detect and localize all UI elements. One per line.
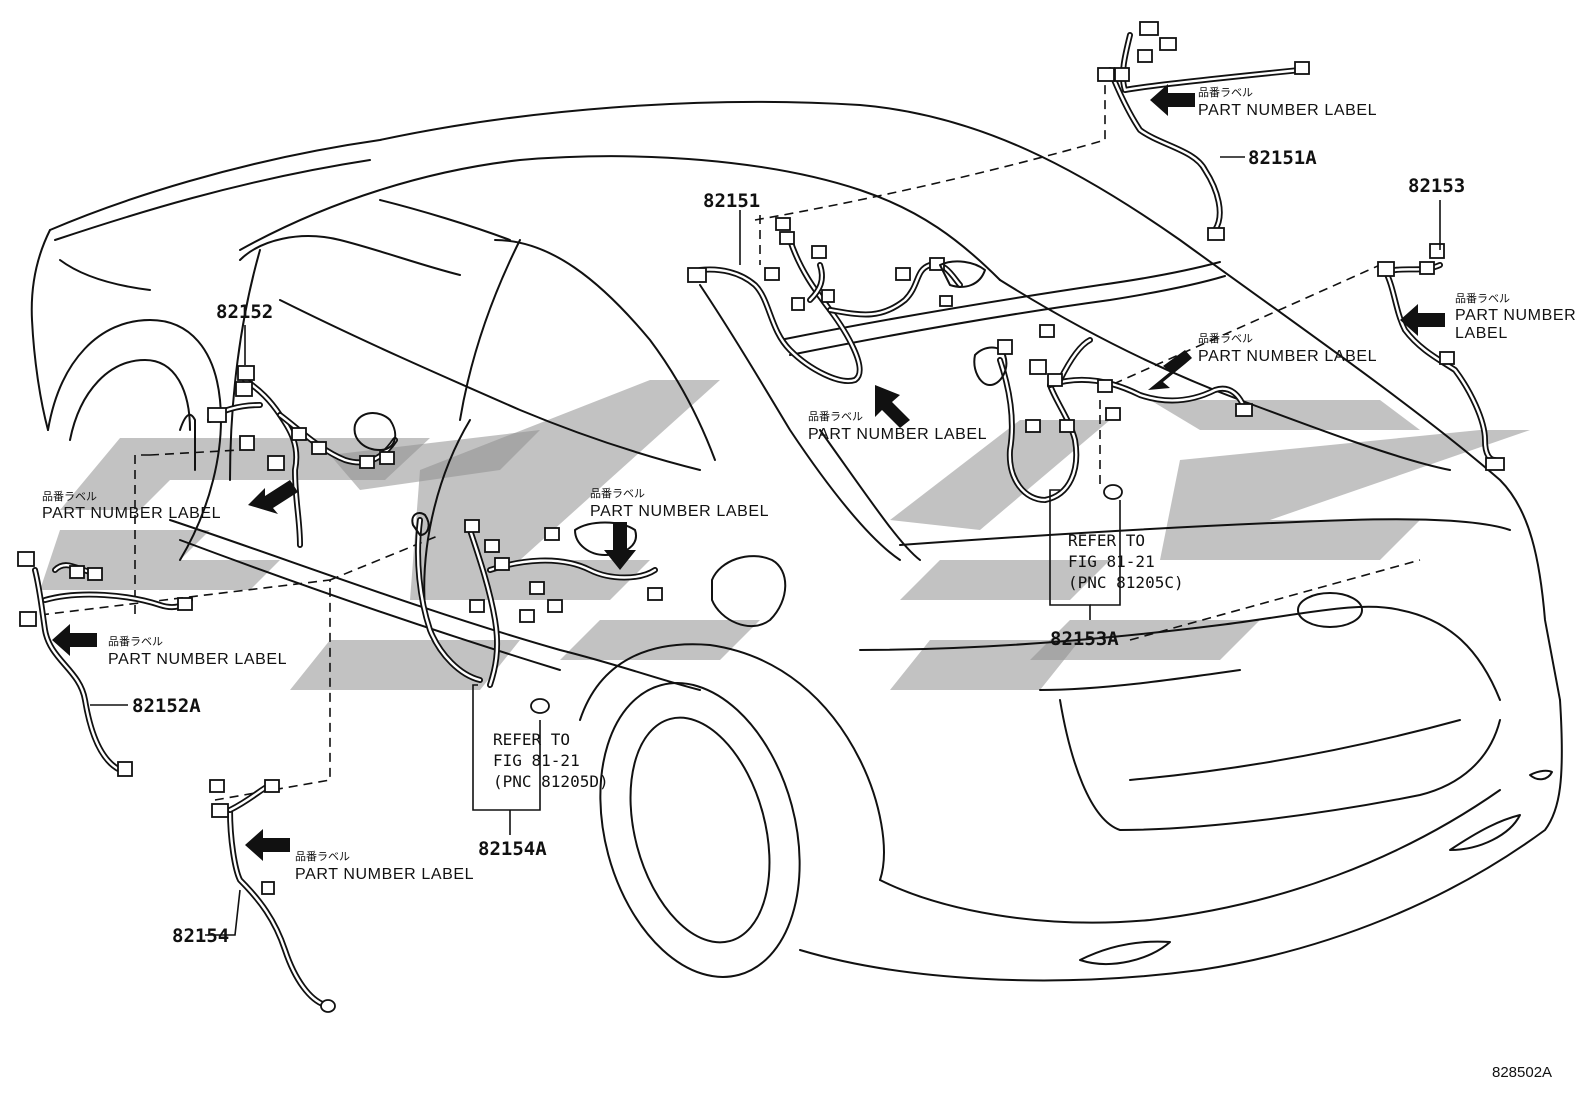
refer-d-line3: (PNC 81205D) [493,772,609,791]
refer-c-line1: REFER TO [1068,531,1145,550]
refer-d-line1: REFER TO [493,730,570,749]
refer-d-line2: FIG 81-21 [493,751,580,770]
refer-c-line3: (PNC 81205C) [1068,573,1184,592]
dashed-guide-lines [39,74,1421,801]
leader-lines [90,156,1441,936]
arrow-icon [1400,304,1445,336]
arrow-icon [1148,350,1192,390]
harness-82153A [973,324,1253,503]
jp-label: 品番ラベル [108,635,163,648]
part-number-label-82153A: PART NUMBER LABEL [1198,348,1377,365]
part-number-82152: 82152 [216,301,273,323]
part-number-82154: 82154 [172,925,229,947]
part-number-82153A: 82153A [1050,628,1119,650]
part-label-arrows [52,84,1445,861]
arrow-icon [1150,84,1195,116]
figure-id: 828502A [1492,1064,1552,1081]
part-number-82154A: 82154A [478,838,547,860]
car-body-outline [30,100,1563,982]
watermark-logo [40,380,1530,690]
arrow-icon [875,385,910,428]
jp-label: 品番ラベル [295,850,350,863]
part-number-label-82153-line2: LABEL [1455,325,1508,342]
part-number-82151A: 82151A [1248,147,1317,169]
part-number-label-82152A: PART NUMBER LABEL [108,651,287,668]
part-number-82151: 82151 [703,190,760,212]
jp-label: 品番ラベル [1198,86,1253,99]
part-number-label-82153-line1: PART NUMBER [1455,307,1576,324]
refer-c-line2: FIG 81-21 [1068,552,1155,571]
harness-82152A [17,551,193,777]
harness-82152 [179,365,398,548]
jp-label: 品番ラベル [808,410,863,423]
part-number-82153: 82153 [1408,175,1465,197]
harness-82151 [687,217,986,384]
arrow-icon [248,480,298,514]
arrow-icon [52,624,97,656]
harness-82154 [209,779,336,1013]
part-number-label-82152: PART NUMBER LABEL [42,505,221,522]
part-number-label-82154A: PART NUMBER LABEL [590,503,769,520]
jp-label: 品番ラベル [590,487,645,500]
jp-label: 品番ラベル [42,490,97,503]
part-number-82152A: 82152A [132,695,201,717]
arrow-icon [604,522,636,570]
harness-82153 [1377,243,1505,471]
part-number-label-82151A: PART NUMBER LABEL [1198,102,1377,119]
jp-label: 品番ラベル [1198,332,1253,345]
arrow-icon [245,829,290,861]
part-number-label-82154: PART NUMBER LABEL [295,866,474,883]
part-number-label-82151: PART NUMBER LABEL [808,426,987,443]
harness-82154A [411,512,663,714]
harness-82151A [1097,21,1310,241]
jp-label: 品番ラベル [1455,292,1510,305]
